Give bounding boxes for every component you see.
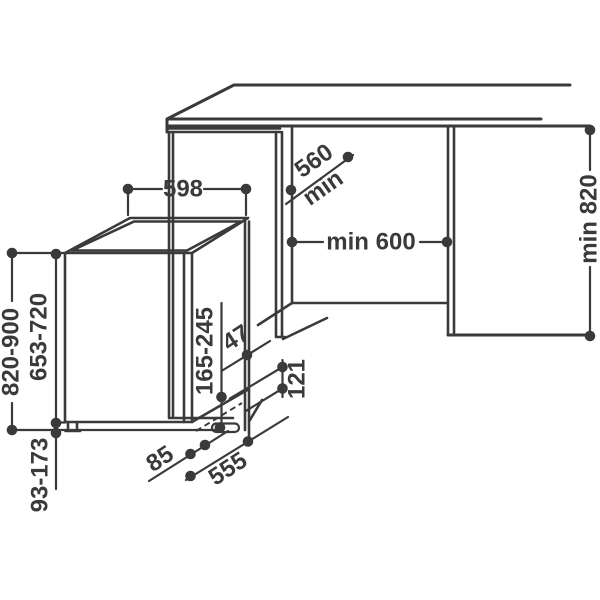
dim-555-label: 555 — [204, 447, 252, 491]
dim-560-line — [284, 153, 355, 206]
dim-820-900-line — [10, 251, 219, 432]
dim-niche-height-820: min 820 — [576, 124, 600, 342]
dim-121-dot-top — [277, 361, 288, 373]
dim-820-dot-bottom — [584, 330, 596, 342]
dim-653-720-dot-bottom — [50, 417, 62, 429]
dim-820-900-label: 820-900 — [0, 308, 25, 396]
dim-width-598: 598 — [122, 176, 252, 217]
dim-165-245-dot-top — [216, 391, 227, 403]
dim-560-dot-front — [285, 184, 297, 196]
dim-598-dot-right — [240, 183, 252, 195]
dim-165-245-dot-bottom — [214, 422, 226, 433]
dishwasher-front-face — [63, 251, 194, 424]
dim-121-line — [228, 358, 284, 413]
dim-600-label: min 600 — [326, 229, 415, 256]
dim-plinth-93-173: 93-173 — [27, 427, 62, 513]
dim-door-height-653-720: 653-720 — [26, 248, 67, 429]
dim-niche-width-600: min 600 — [286, 229, 453, 256]
dim-555-dot-front — [185, 470, 196, 482]
dim-560-dot-back — [342, 151, 354, 163]
dim-820-dot-top — [584, 124, 596, 136]
dim-653-720-dot-top — [50, 248, 62, 260]
dim-93-173-dot — [50, 427, 62, 439]
dim-820-label: min 820 — [576, 174, 600, 263]
dim-820-900-dot-top — [6, 247, 18, 259]
dim-555-line — [184, 415, 290, 482]
dim-121-label: 121 — [284, 359, 311, 399]
dim-drain-165-245: 165-245 — [192, 301, 227, 434]
dim-85-dot-left — [185, 448, 196, 460]
left-cabinet-panel-edges — [167, 124, 329, 420]
niche — [256, 124, 456, 337]
countertop-outline — [165, 83, 592, 134]
dim-47-dot — [241, 349, 253, 361]
dim-121-dot-bottom — [277, 383, 288, 394]
dim-653-720-line — [54, 252, 67, 425]
dim-niche-depth-560: 560 min — [284, 138, 355, 211]
dim-555-dot-back — [242, 436, 254, 447]
left-cabinet-panel — [167, 124, 329, 420]
dim-598-dot-left — [122, 183, 134, 195]
dim-93-173-label: 93-173 — [27, 438, 54, 513]
dim-85-label: 85 — [141, 440, 178, 477]
dishwasher-top-rim — [70, 220, 243, 252]
dim-600-dot-right — [441, 236, 453, 248]
dim-165-245-label: 165-245 — [192, 307, 219, 395]
countertop-front-rails — [167, 127, 282, 134]
niche-outline — [256, 124, 456, 337]
dim-820-900-dot-bottom — [6, 424, 18, 436]
dim-598-label: 598 — [163, 176, 203, 203]
dim-total-height-820-900: 820-900 — [0, 247, 219, 436]
dishwasher-top-face — [63, 216, 250, 255]
countertop — [165, 83, 592, 134]
dim-598-line — [126, 187, 248, 217]
floor-hose-line — [195, 402, 243, 432]
dim-600-dot-left — [286, 236, 298, 248]
dim-rear-121: 121 — [228, 358, 311, 413]
dim-653-720-label: 653-720 — [26, 293, 53, 381]
dim-85-dot-right — [199, 439, 211, 451]
